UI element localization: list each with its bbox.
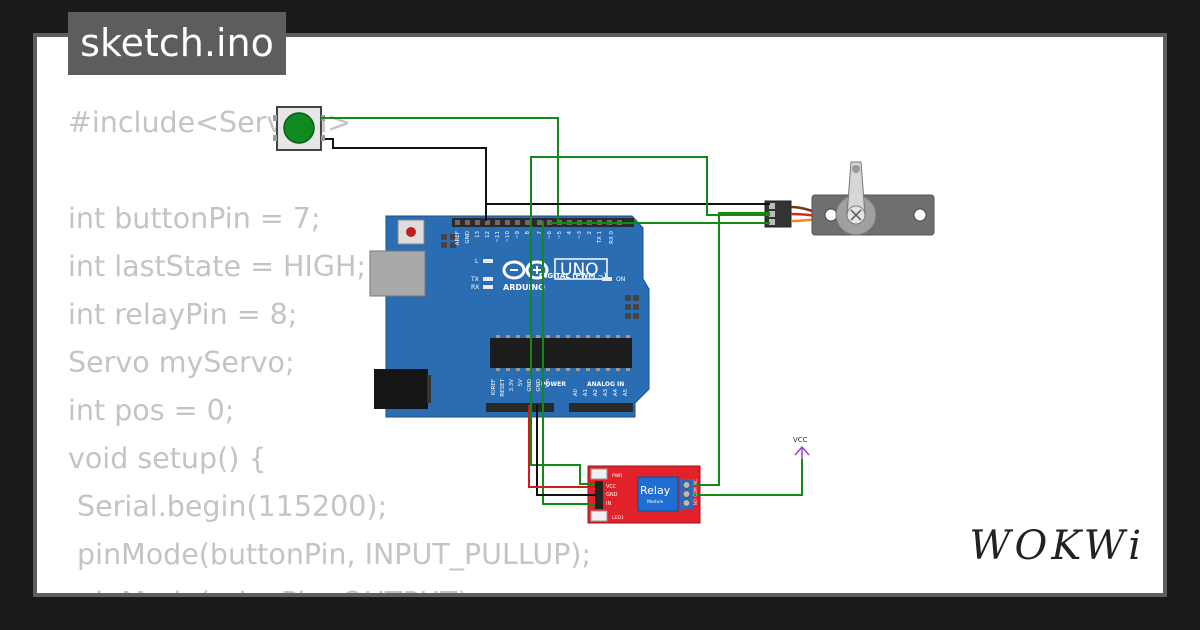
relay-switch-pin-label: NC (693, 479, 698, 485)
relay-led-label: LED1 (612, 515, 624, 521)
arduino-logo (502, 260, 549, 280)
digital-label: DIGITAL (PWM ~) (539, 272, 607, 280)
wire-servo-vplus (530, 156, 770, 485)
digital-pin-label: ~11 (495, 231, 501, 243)
power-label: POWER (541, 381, 566, 388)
power-pin-label: IOREF (491, 379, 497, 395)
analog-header (569, 403, 633, 412)
board-brand: ARDUINO (503, 283, 545, 292)
relay-switch-pin-label: NO (693, 499, 698, 505)
code-line: int buttonPin = 7; (68, 202, 321, 235)
digital-pin-label: TX 1 (597, 231, 603, 244)
digital-pin-label: ~9 (515, 231, 521, 240)
power-pin-label: Vin (545, 378, 551, 387)
relay-title: Relay (640, 484, 671, 497)
sketch-title: sketch.ino (68, 12, 286, 75)
relay-module[interactable]: PWR LED1 VCC GND IN Relay Module (587, 465, 701, 524)
wire-relay-gnd (536, 405, 595, 496)
pushbutton[interactable] (273, 106, 325, 151)
digital-pin-label: AREF (455, 231, 461, 245)
wires (321, 117, 803, 505)
digital-pin-label: ~10 (505, 231, 511, 243)
digital-pin-label: 4 (567, 231, 573, 235)
relay-pin-gnd: GND (606, 492, 618, 498)
analog-pin-label: A5 (623, 389, 629, 397)
relay-subtitle: Module (647, 499, 664, 505)
led-rx-label: RX (471, 284, 479, 291)
microcontroller-chip (490, 338, 632, 368)
digital-pin-label: 8 (525, 231, 531, 235)
relay-pin-vcc: VCC (606, 484, 617, 490)
vcc-label: VCC (793, 436, 808, 444)
power-pin-label: 5V (518, 379, 524, 386)
digital-pin-label: GND (465, 231, 471, 244)
power-pin-label: GND (527, 379, 533, 392)
analog-label: ANALOG IN (587, 381, 624, 388)
wire-relay-in (542, 221, 595, 505)
digital-pin-label: ~3 (577, 231, 583, 240)
power-jack (374, 369, 428, 409)
analog-pin-label: A1 (583, 389, 589, 396)
servo-motor[interactable] (764, 161, 935, 236)
code-line: Serial.begin(115200); (68, 490, 388, 523)
wire-button-gnd (325, 138, 487, 221)
board-name: UNO (560, 260, 599, 280)
code-line: pinMode(relayPin, OUTPUT); (68, 579, 591, 593)
code-line: int pos = 0; (68, 394, 235, 427)
analog-pin-label: A4 (613, 389, 619, 397)
led-tx-label: TX (470, 276, 479, 283)
digital-pin-label: 12 (485, 231, 491, 238)
wire-relay-com (693, 212, 770, 486)
digital-pin-label: ~6 (547, 231, 553, 240)
code-line: void setup() { (68, 442, 267, 475)
wire-button-pin7 (321, 117, 559, 221)
power-pin-label: GND (536, 379, 542, 392)
led-on-label: ON (616, 276, 625, 283)
power-header (486, 403, 554, 412)
code-line: int relayPin = 8; (68, 298, 298, 331)
digital-pin-label: ~5 (557, 231, 563, 240)
power-pin-label: 3.3V (509, 379, 515, 392)
wire-relay-vcc (528, 405, 595, 488)
wire-relay-vcc-out (693, 459, 803, 496)
led-l-label: L (475, 258, 479, 265)
relay-pin-in: IN (606, 501, 611, 507)
analog-pin-label: A3 (603, 389, 609, 397)
usb-connector (369, 250, 426, 297)
digital-pin-label: RX 0 (609, 231, 615, 244)
vcc-symbol[interactable]: VCC (793, 436, 810, 459)
code-line: Servo myServo; (68, 346, 295, 379)
relay-pwr-label: PWR (612, 473, 622, 479)
code-line: pinMode(buttonPin, INPUT_PULLUP); (68, 538, 592, 571)
relay-switch-pin-label: COM (693, 487, 698, 497)
digital-pin-label: 2 (587, 231, 593, 235)
power-pin-label: RESET (500, 378, 506, 396)
wokwi-logo: WOKWi (969, 523, 1145, 569)
circuit-diagram[interactable]: DIGITAL (PWM ~) ARDUINO UNO L TX RX ON (37, 37, 1163, 593)
simulation-canvas[interactable]: #include<Servo.h> int buttonPin = 7;int … (37, 37, 1163, 593)
analog-pin-label: A0 (573, 389, 579, 397)
digital-pin-label: 7 (537, 231, 543, 235)
code-line: int lastState = HIGH; (68, 250, 367, 283)
digital-pin-label: 13 (475, 231, 481, 238)
analog-pin-label: A2 (593, 389, 599, 396)
